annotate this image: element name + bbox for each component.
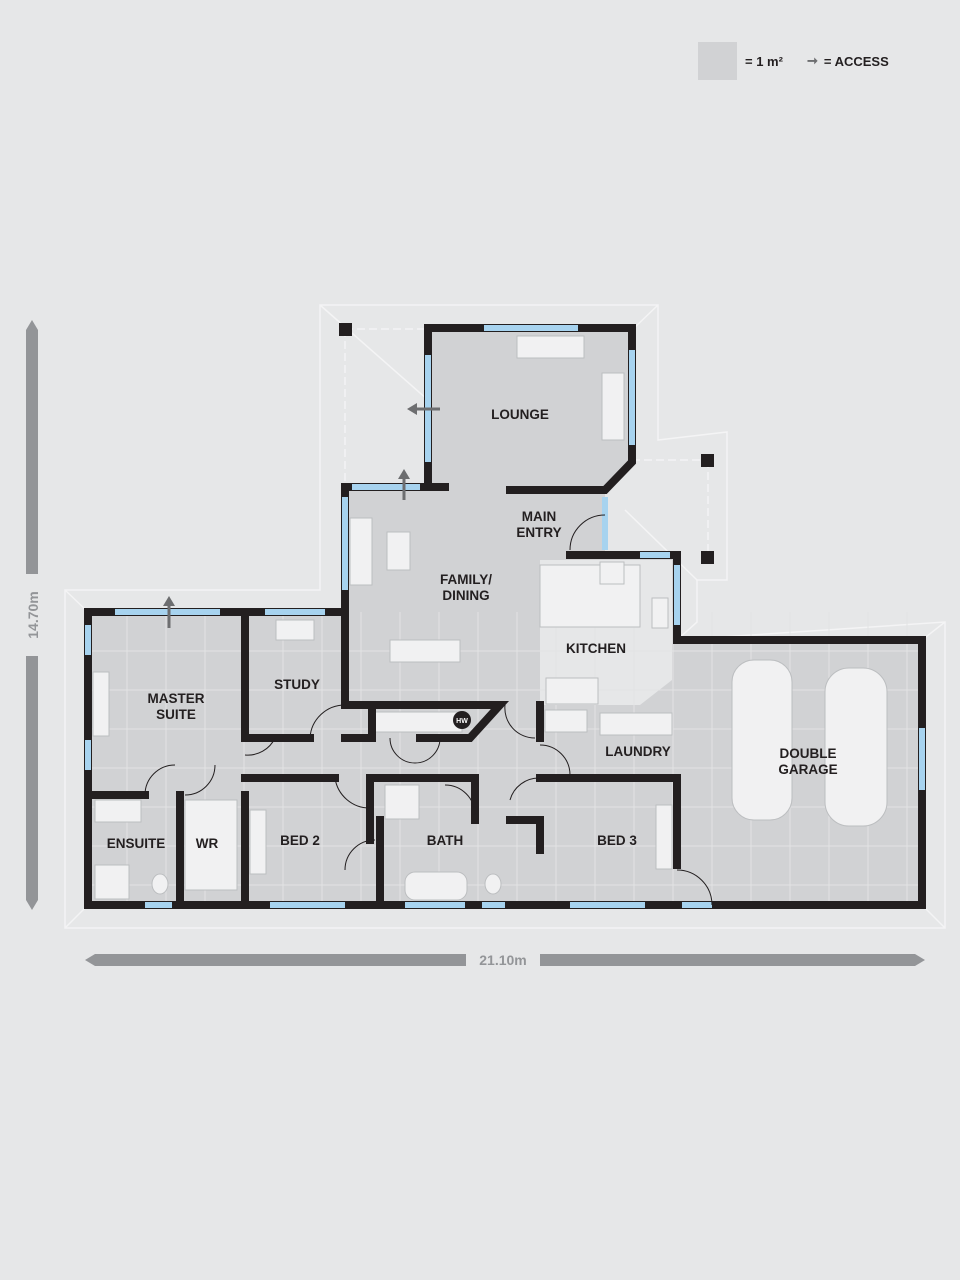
room-label-suite: SUITE	[156, 707, 196, 722]
room-label-bath: BATH	[427, 833, 464, 848]
post	[701, 454, 714, 467]
laundry-bench	[599, 712, 673, 736]
room-label-double: DOUBLE	[780, 746, 837, 761]
square-metre-swatch	[698, 42, 737, 80]
access-arrow-icon	[398, 469, 410, 500]
wr-cabinet	[184, 799, 238, 891]
room-label-study: STUDY	[274, 677, 320, 692]
bed	[655, 804, 673, 870]
room-label-ensuite: ENSUITE	[107, 836, 166, 851]
room-label-lounge: LOUNGE	[491, 407, 549, 422]
height-label: 14.70m	[25, 591, 41, 638]
room-label-garage: GARAGE	[778, 762, 837, 777]
door-swings	[144, 514, 713, 906]
width-label: 21.10m	[479, 952, 526, 968]
legend-access-label: = ACCESS	[823, 53, 889, 69]
post	[701, 551, 714, 564]
sofa	[601, 372, 625, 441]
room-label-wr: WR	[196, 836, 219, 851]
room-label-bed3: BED 3	[597, 833, 637, 848]
furniture	[92, 335, 888, 901]
room-label-main-entry-2: ENTRY	[516, 525, 561, 540]
room-label-dining: DINING	[442, 588, 489, 603]
access-arrow-icon	[163, 596, 175, 628]
access-arrow-icon: ➞	[806, 53, 818, 68]
legend: = 1 m² ➞ = ACCESS	[698, 42, 889, 80]
bathtub	[404, 871, 468, 901]
laundry-tub	[544, 709, 588, 733]
toilet	[151, 873, 169, 895]
legend-square-label: = 1 m²	[745, 53, 783, 69]
toilet	[484, 873, 502, 895]
cooktop	[599, 561, 625, 585]
shower	[94, 864, 130, 900]
sink	[651, 597, 669, 629]
kitchen-bench	[545, 677, 599, 705]
kitchen-island	[539, 564, 641, 628]
room-label-bed2: BED 2	[280, 833, 320, 848]
dining-table	[389, 639, 461, 663]
pergola	[339, 323, 714, 564]
hot-water-cylinder	[453, 711, 471, 729]
sofa	[349, 517, 373, 586]
room-label-laundry: LAUNDRY	[605, 744, 671, 759]
shower	[384, 784, 420, 820]
bed	[249, 809, 267, 875]
car	[731, 659, 793, 821]
access-arrow-icon	[407, 403, 440, 415]
post	[339, 323, 352, 336]
desk	[275, 619, 315, 641]
access-arrows	[163, 403, 440, 628]
sofa	[516, 335, 585, 359]
hot-water-label: HW	[456, 718, 468, 725]
room-label-kitchen: KITCHEN	[566, 641, 626, 656]
coffee-table	[386, 531, 411, 571]
height-dimension: 14.70m	[25, 320, 41, 910]
bed	[92, 671, 110, 737]
room-label-main-entry: MAIN	[522, 509, 557, 524]
car	[824, 667, 888, 827]
width-dimension: 21.10m	[85, 952, 925, 968]
room-labels: LOUNGE MAIN ENTRY FAMILY/ DINING KITCHEN…	[107, 407, 838, 851]
room-label-family: FAMILY/	[440, 572, 492, 587]
room-label-master: MASTER	[148, 691, 205, 706]
hallway-cupboard	[371, 711, 463, 733]
vanity	[94, 799, 142, 823]
